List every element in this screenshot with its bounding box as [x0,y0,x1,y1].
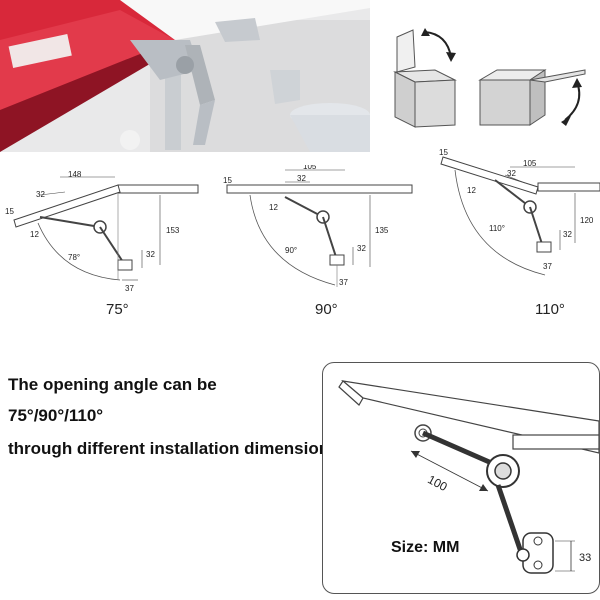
dim-32b: 32 [563,230,572,239]
caption-line-1: The opening angle can be [8,375,217,394]
dim-120: 120 [580,216,594,225]
dim-32: 32 [297,174,306,183]
dim-arc: 90° [285,246,297,255]
dim-153: 153 [166,226,180,235]
diagram-110: 105 32 15 12 120 32 37 110° 110° [425,145,600,325]
dim-15: 15 [439,148,448,157]
hinge-drawing-75: 148 32 15 12 153 32 37 78° [5,170,199,293]
hinge-drawing-110: 105 32 15 12 120 32 37 110° [439,148,600,276]
dim-12: 12 [269,203,278,212]
angle-label-75: 75° [106,301,129,318]
dim-15: 15 [223,176,232,185]
dim-32b: 32 [146,250,155,259]
dim-135: 135 [375,226,389,235]
dim-37: 37 [543,262,552,271]
dim-15: 15 [5,207,14,216]
dim-105: 105 [303,165,317,171]
dim-105: 105 [523,159,537,168]
dim-37: 37 [339,278,348,287]
dim-37: 37 [125,284,134,293]
dim-100: 100 [425,472,450,494]
dim-32: 32 [36,190,45,199]
dim-33: 33 [579,552,591,564]
dim-12: 12 [30,230,39,239]
detail-panel: 100 33 Size: MM [322,362,600,594]
dim-arc: 78° [68,253,80,262]
diagram-75: 148 32 15 12 153 32 37 78° 75° [0,165,200,325]
angle-label-110: 110° [535,301,565,318]
caption-line-3: through different installation dimension… [8,439,344,458]
dim-32b: 32 [357,244,366,253]
diagram-90: 105 32 15 12 135 32 37 90° 90° [215,162,415,325]
caption-line-2: 75°/90°/110° [8,406,104,425]
dim-12: 12 [467,186,476,195]
size-label: Size: MM [391,539,460,556]
dim-148: 148 [68,170,82,179]
product-photo [0,0,370,152]
cube-illustration [385,22,600,140]
angle-label-90: 90° [315,301,338,318]
detail-drawing: 100 33 [338,380,599,574]
hinge-drawing-90: 105 32 15 12 135 32 37 90° [223,162,413,287]
dim-arc: 110° [489,224,505,233]
dim-32: 32 [507,169,516,178]
